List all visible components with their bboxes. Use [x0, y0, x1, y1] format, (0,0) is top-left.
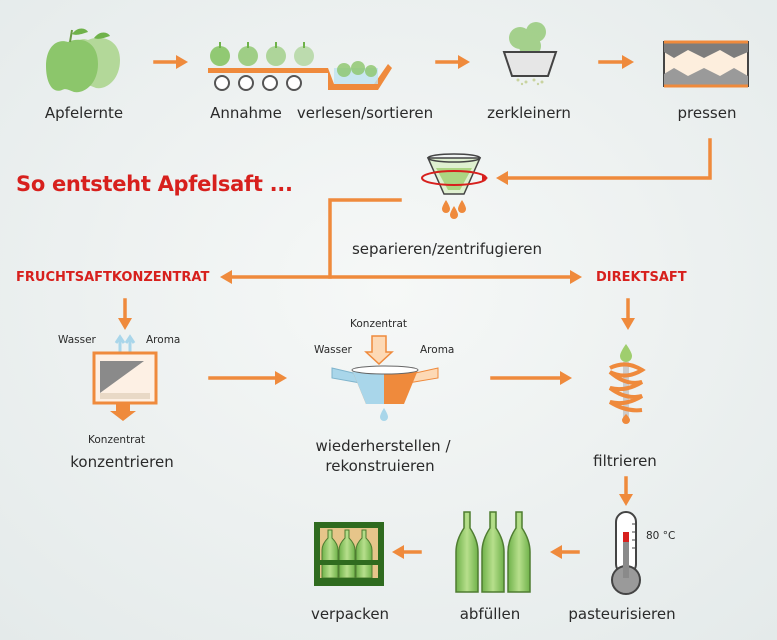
apples-icon: [46, 28, 120, 93]
label-pasteurisieren: pasteurisieren: [568, 605, 676, 623]
label-wasser-mid: Wasser: [314, 344, 352, 356]
label-konzentrat-in: Konzentrat: [350, 318, 408, 330]
crusher-icon: [502, 22, 558, 86]
label-verpacken: verpacken: [310, 605, 390, 623]
concentrator-icon: [92, 334, 158, 421]
label-aroma-mid: Aroma: [420, 344, 455, 356]
label-filtrieren: filtrieren: [593, 452, 657, 470]
branch-concentrate: FRUCHTSAFTKONZENTRAT: [16, 270, 210, 285]
label-separieren: separieren/zentrifugieren: [351, 240, 543, 258]
label-zerkleinern: zerkleinern: [487, 104, 571, 122]
label-wiederherstellen: wiederherstellen /: [315, 437, 451, 455]
conveyor-sorting-icon: [208, 42, 392, 91]
label-temperature: 80 °C: [646, 530, 676, 542]
centrifuge-icon: [421, 153, 488, 219]
label-aroma-left: Aroma: [146, 334, 181, 346]
label-konzentrieren: konzentrieren: [70, 453, 174, 471]
label-abfuellen: abfüllen: [459, 605, 521, 623]
label-wasser-left: Wasser: [58, 334, 96, 346]
label-rekonstruieren: rekonstruieren: [325, 457, 435, 475]
label-annahme: Annahme: [210, 104, 282, 122]
bottles-icon: [455, 511, 531, 593]
branch-direct: DIREKTSAFT: [596, 270, 687, 285]
thermometer-icon: [611, 511, 641, 595]
label-apfelernte: Apfelernte: [44, 104, 124, 122]
page-title: So entsteht Apfelsaft ...: [16, 172, 293, 196]
label-pressen: pressen: [677, 104, 737, 122]
label-verlesen: verlesen/sortieren: [296, 104, 434, 122]
label-konzentrat-out: Konzentrat: [88, 434, 146, 446]
filter-icon: [608, 344, 646, 424]
press-icon: [663, 40, 749, 88]
mixing-tank-icon: [331, 335, 439, 421]
crate-icon: [314, 522, 384, 586]
